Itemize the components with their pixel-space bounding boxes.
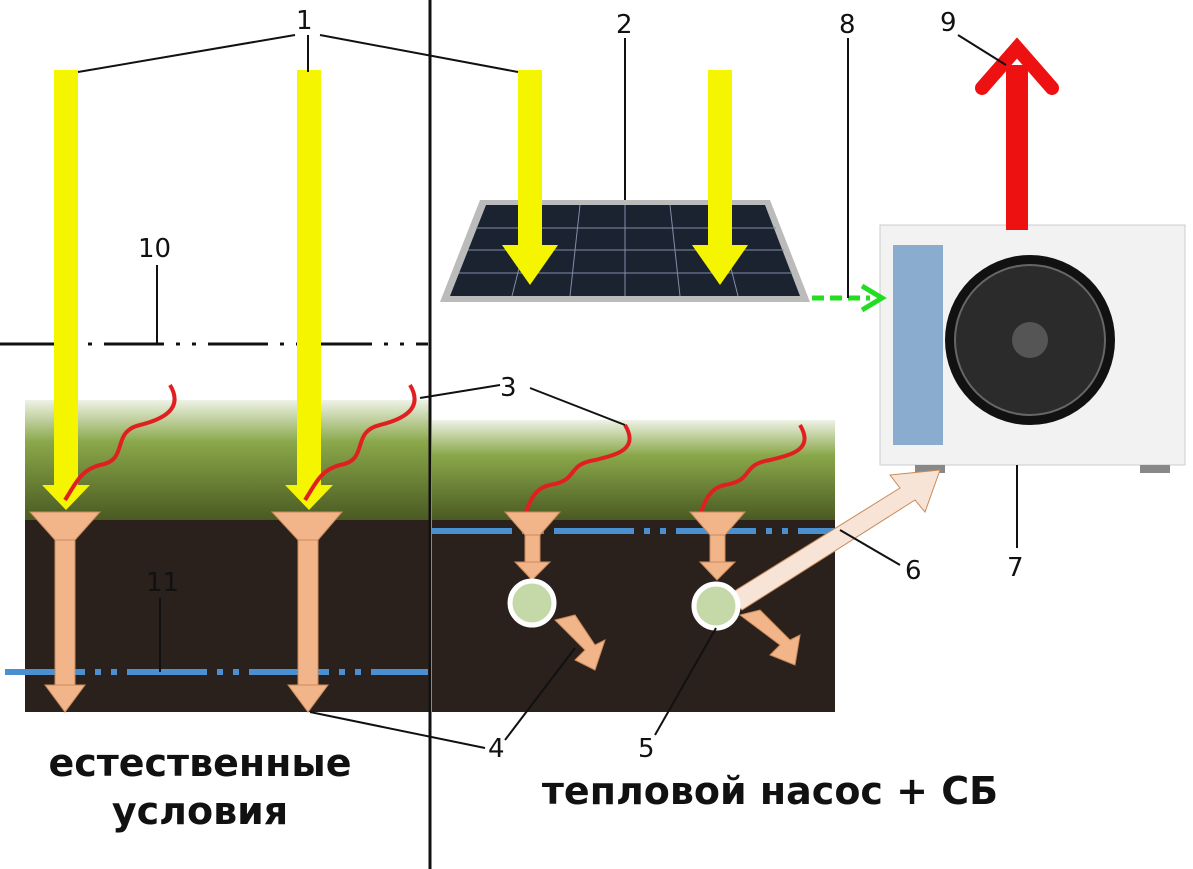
- label-7: 7: [1007, 553, 1024, 583]
- sun-ray: [708, 70, 732, 250]
- heat-wave: [698, 423, 807, 516]
- label-1: 1: [296, 6, 313, 36]
- leader-line: [654, 627, 717, 736]
- sun-ray-head: [502, 245, 558, 285]
- flow-arrows: [28, 469, 941, 713]
- leader-line: [319, 34, 519, 73]
- flow-shaft: [54, 539, 76, 686]
- label-4: 4: [488, 734, 505, 764]
- caption-natural-conditions: естественные условия: [20, 740, 380, 835]
- label-6: 6: [905, 556, 922, 586]
- soil-right: [432, 515, 835, 712]
- sun-ray-head: [285, 485, 333, 510]
- heat-wave: [523, 423, 632, 516]
- leader-line: [504, 647, 576, 741]
- power-arrow-head: [860, 283, 887, 313]
- heat-wave: [303, 383, 417, 502]
- solar-panel: [440, 200, 810, 302]
- leader-lines: [77, 34, 1018, 749]
- flow-shaft: [524, 534, 541, 566]
- collector: [691, 581, 741, 631]
- label-10: 10: [138, 234, 172, 264]
- caption-left-line2: условия: [111, 788, 289, 833]
- sun-rays: [42, 70, 748, 510]
- label-9: 9: [940, 8, 957, 38]
- output-arrow-head: [975, 37, 1059, 95]
- flow-head: [287, 684, 329, 713]
- leader-line: [309, 711, 486, 749]
- heat-wave: [63, 383, 177, 502]
- flow-shaft: [297, 539, 319, 686]
- leader-line: [957, 34, 1007, 66]
- leader-line: [77, 34, 296, 73]
- leader-line: [529, 387, 626, 426]
- label-3: 3: [500, 373, 517, 403]
- caption-heat-pump-solar: тепловой насос + СБ: [541, 769, 999, 813]
- leader-line: [419, 384, 501, 399]
- sun-ray: [297, 70, 321, 490]
- label-5: 5: [638, 734, 655, 764]
- output-arrow: [1006, 65, 1028, 230]
- flow-shaft: [709, 534, 726, 566]
- grass-left: [25, 400, 430, 520]
- collector: [507, 578, 557, 628]
- flow-head: [44, 684, 86, 713]
- leader-line: [839, 529, 901, 566]
- heat-pump-unit: [879, 224, 1186, 473]
- sun-ray: [54, 70, 78, 490]
- side-arrow: [554, 614, 606, 671]
- label-2: 2: [616, 10, 633, 40]
- flow-head: [698, 561, 737, 581]
- grass-right: [432, 420, 835, 520]
- sun-ray-head: [692, 245, 748, 285]
- label-8: 8: [839, 10, 856, 40]
- caption-left-line1: естественные: [48, 741, 352, 785]
- flow-head: [513, 561, 552, 581]
- soil-left: [25, 515, 430, 712]
- sun-ray: [518, 70, 542, 250]
- heat-waves: [63, 383, 807, 516]
- side-arrow: [738, 609, 801, 666]
- label-11: 11: [146, 568, 180, 598]
- heat-transfer-arrow: [727, 469, 941, 611]
